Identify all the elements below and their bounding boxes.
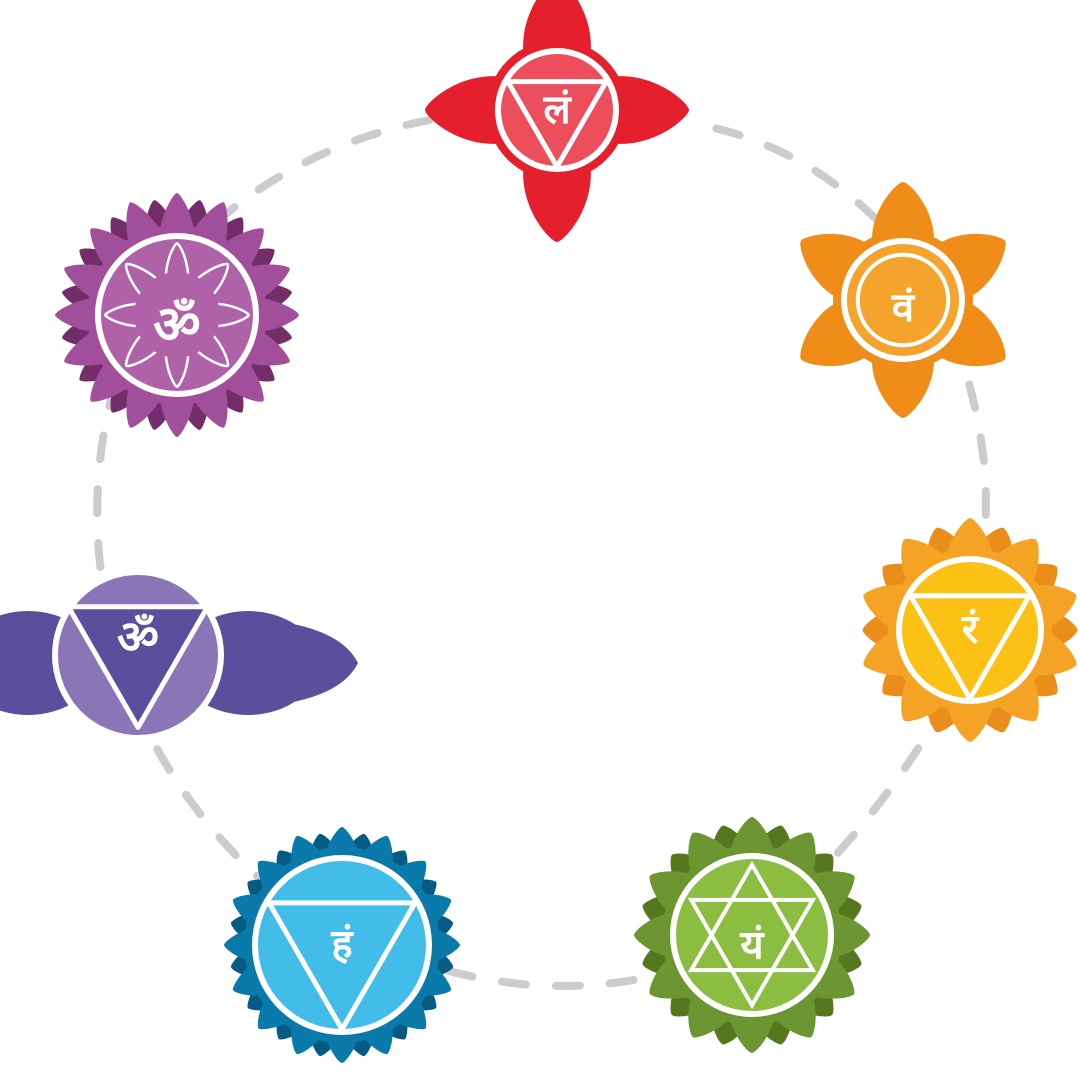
wing-tip [288,623,358,703]
dashed-connector-ring [93,116,990,990]
inner-ring [855,252,951,348]
bija-mantra-label: ॐ [153,296,200,356]
inner-lotus-center [134,272,220,358]
triangle-emblem [65,604,211,730]
heart-chakra-icon: यं [634,817,870,1053]
hexagram-up [687,860,817,973]
triangle-emblem [505,79,609,170]
disc [847,244,959,356]
throat-chakra-icon: हं [224,827,460,1063]
hexagram-down [687,897,817,1010]
bija-mantra-label: लं [542,87,572,133]
third-eye-chakra-icon: ॐ [0,569,358,741]
sacral-chakra-icon: वं [800,182,1006,418]
triangle-emblem [908,593,1032,702]
triangle-emblem [266,900,418,1032]
solar-plexus-chakra-icon: रं [862,518,1078,742]
bija-mantra-label: ॐ [117,610,159,664]
bija-mantra-label: हं [330,921,354,967]
root-chakra-icon: लं [425,0,689,242]
bija-mantra-label: रं [961,607,980,653]
hexagram-center [719,902,785,968]
crown-chakra-icon: ॐ [55,193,299,437]
bija-mantra-label: वं [891,285,916,331]
bija-mantra-label: यं [739,922,765,968]
